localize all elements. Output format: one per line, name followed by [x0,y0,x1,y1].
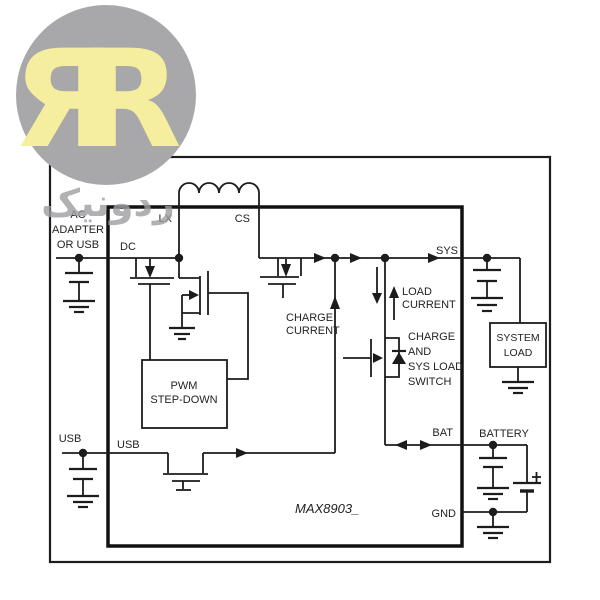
system-load-ground-icon [502,380,534,395]
load-current-arrows [372,267,399,320]
pwm-block-label-line1: PWM [171,380,198,392]
sync-mosfet-ground-icon [169,326,195,341]
system-load-label-line1: SYSTEM [496,332,539,344]
logo-circle [16,5,196,185]
usb-pass-mosfet-icon [163,448,335,491]
pin-label-bat: BAT [432,427,453,439]
system-load-label-line2: LOAD [504,347,533,359]
sys-cap-ground-icon [471,296,503,313]
system-load-block [489,322,547,368]
bat-right-arrow-icon [420,440,432,450]
rail-arrow-icon [428,253,440,263]
logo-letter-r: R [78,21,182,178]
bat-wire [385,440,527,450]
system-load-branch [489,258,547,395]
pin-label-cs: CS [235,213,250,225]
ic-body-outline [106,205,464,548]
inductor-icon [178,182,260,258]
usb-input-ground-icon [67,494,99,509]
ac-input-label-line3: OR USB [57,239,99,251]
part-number-label: MAX8903_ [295,501,359,516]
switch-label-line2: AND [408,346,431,358]
brand-logo: Я R [12,5,196,185]
charge-current-up-arrow-icon [330,296,340,309]
battery-label: BATTERY [479,428,529,440]
sync-rectifier-mosfet-icon [169,271,249,380]
battery-cell-icon [513,445,541,512]
pwm-block-label-line2: STEP-DOWN [150,394,217,406]
down-arrow-icon [372,293,382,304]
pin-label-gnd: GND [432,508,457,520]
usb-input-branch [62,448,168,509]
charge-current-label-line2: CURRENT [286,325,340,337]
charge-current-path [330,258,340,453]
ac-input-branch [56,253,179,314]
battery-capacitor-branch [477,445,509,501]
load-current-label-line1: LOAD [402,286,432,298]
switch-label-line4: SWITCH [408,376,451,388]
charge-sys-load-switch-icon [343,258,406,445]
usb-input-label: USB [59,433,82,445]
gnd-ground-icon [477,525,509,540]
sys-capacitor-branch [471,258,503,313]
pin-label-lx: LX [159,213,173,225]
schematic-outer-border [48,155,552,564]
up-arrow-icon [389,286,399,298]
rail-arrow-icon [350,253,362,263]
ac-input-label-line2: ADAPTER [52,224,104,236]
brand-watermark-text: ردونیک [41,181,175,226]
ac-input-label-line1: AC [70,209,85,221]
cs-sense-mosfet-icon [259,257,520,298]
logo-letter-mirrored-r: Я [12,21,116,178]
rail-arrow-icon [314,253,326,263]
pwm-step-down-block [141,359,228,429]
charge-current-label-line1: CHARGE [286,312,333,324]
load-current-label-line2: CURRENT [402,299,456,311]
bat-left-arrow-icon [395,440,407,450]
gnd-wire [462,507,527,540]
switch-label-line3: SYS LOAD [408,361,463,373]
pin-label-sys: SYS [436,245,458,257]
body-diode-icon [392,352,406,364]
ac-input-ground-icon [63,299,95,314]
dc-pass-mosfet-icon [130,258,180,360]
pin-label-usb: USB [117,439,140,451]
switch-label-line1: CHARGE [408,331,455,343]
battery-cap-ground-icon [477,486,509,501]
usb-flow-arrow-icon [236,448,248,458]
pin-label-dc: DC [120,241,136,253]
